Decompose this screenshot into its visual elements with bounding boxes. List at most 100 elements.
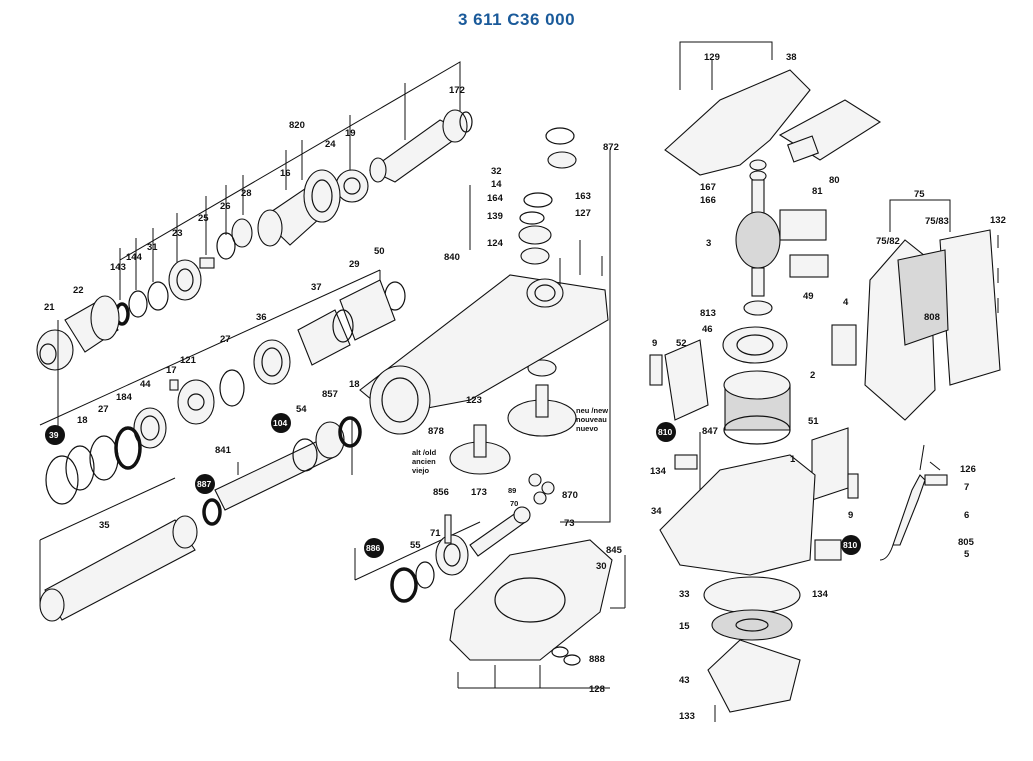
label-75: 75 bbox=[914, 189, 925, 200]
label-104: 104 bbox=[273, 418, 287, 428]
part-fan-guide-46 bbox=[722, 326, 788, 364]
part-gear-small bbox=[335, 169, 369, 203]
label-3: 3 bbox=[706, 238, 711, 249]
label-55: 55 bbox=[410, 540, 421, 551]
label-14: 14 bbox=[491, 179, 502, 190]
label-25: 25 bbox=[198, 213, 209, 224]
part-bearing-18b bbox=[527, 359, 557, 377]
part-sleeve-44 bbox=[133, 407, 167, 449]
part-gear-123 bbox=[507, 384, 577, 437]
label-878: 878 bbox=[428, 426, 444, 437]
part-conrod-173 bbox=[469, 506, 531, 557]
label-81: 81 bbox=[812, 186, 823, 197]
part-sleeve-37 bbox=[297, 309, 354, 366]
label-121: 121 bbox=[180, 355, 197, 366]
part-tube-35 bbox=[39, 515, 198, 622]
label-18: 18 bbox=[77, 415, 88, 426]
part-ring-55 bbox=[415, 561, 435, 589]
callout-circle-39 bbox=[45, 425, 65, 445]
callout-circle-886 bbox=[364, 538, 384, 558]
part-chuck-cap-22 bbox=[64, 295, 120, 353]
label-50: 50 bbox=[374, 246, 385, 257]
part-ring-27b bbox=[89, 435, 119, 481]
label-164: 164 bbox=[487, 193, 504, 204]
part-bearing-14 bbox=[547, 151, 577, 169]
label-44: 44 bbox=[140, 379, 151, 390]
part-armature-3 bbox=[735, 179, 781, 297]
label-35: 35 bbox=[99, 520, 110, 531]
note-nouveau: nouveau bbox=[576, 415, 607, 424]
label-21: 21 bbox=[44, 302, 55, 313]
part-oring-857 bbox=[338, 416, 362, 448]
label-17: 17 bbox=[166, 365, 177, 376]
callout-circle-810 bbox=[656, 422, 676, 442]
part-bottom-cover-43 bbox=[707, 639, 801, 713]
label-43: 43 bbox=[679, 675, 690, 686]
label-5: 5 bbox=[964, 549, 970, 560]
label-51: 51 bbox=[808, 416, 819, 427]
label-31: 31 bbox=[147, 242, 158, 253]
part-washer-888 bbox=[551, 646, 569, 658]
label-23: 23 bbox=[172, 228, 183, 239]
part-oring-184 bbox=[114, 426, 142, 470]
part-terminal-134 bbox=[674, 454, 698, 470]
label-52: 52 bbox=[676, 338, 687, 349]
diagram-title: 3 611 C36 000 bbox=[457, 10, 576, 29]
label-26: 26 bbox=[220, 201, 231, 212]
part-label-9 bbox=[649, 354, 663, 386]
label-1: 1 bbox=[790, 454, 796, 465]
label-75-83: 75/83 bbox=[925, 216, 949, 227]
part-striker-841 bbox=[214, 438, 333, 511]
part-ring-26 bbox=[216, 232, 236, 260]
part-spring-28 bbox=[231, 218, 253, 248]
label-39: 39 bbox=[49, 430, 59, 440]
label-22: 22 bbox=[73, 285, 84, 296]
label-9: 9 bbox=[652, 338, 657, 349]
part-pin-17 bbox=[169, 379, 179, 391]
label-887: 887 bbox=[197, 479, 211, 489]
label-184: 184 bbox=[116, 392, 133, 403]
part-washer-31 bbox=[147, 281, 169, 311]
label-856: 856 bbox=[433, 487, 449, 498]
part-motor-housing-847 bbox=[659, 454, 816, 576]
part-clamp-7 bbox=[924, 474, 948, 486]
part-plate-52 bbox=[664, 339, 709, 421]
part-gear-878 bbox=[449, 424, 511, 475]
label-46: 46 bbox=[702, 324, 713, 335]
label-16: 16 bbox=[280, 168, 291, 179]
part-pin-856 bbox=[444, 514, 452, 544]
label-127: 127 bbox=[575, 208, 591, 219]
part-key-25 bbox=[199, 257, 215, 269]
callout-circle-810b bbox=[841, 535, 861, 555]
label-166: 166 bbox=[700, 195, 716, 206]
label-167: 167 bbox=[700, 182, 716, 193]
label-813: 813 bbox=[700, 308, 716, 319]
label-126: 126 bbox=[960, 464, 976, 475]
label-128: 128 bbox=[589, 684, 605, 695]
label-840: 840 bbox=[444, 252, 460, 263]
part-stator-2 bbox=[723, 370, 791, 445]
part-flange-121 bbox=[177, 379, 215, 425]
label-18b: 18 bbox=[349, 379, 360, 390]
note-nuevo: nuevo bbox=[576, 424, 599, 433]
label-28: 28 bbox=[241, 188, 252, 199]
part-label-9b bbox=[847, 473, 859, 499]
label-54: 54 bbox=[296, 404, 307, 415]
part-brush-holder-81 bbox=[779, 209, 827, 241]
label-144: 144 bbox=[126, 252, 143, 263]
part-cable-6 bbox=[879, 444, 926, 561]
label-34: 34 bbox=[651, 506, 662, 517]
label-143: 143 bbox=[110, 262, 126, 273]
part-ring-27 bbox=[219, 369, 245, 407]
label-808: 808 bbox=[924, 312, 940, 323]
label-810: 810 bbox=[658, 427, 672, 437]
label-133: 133 bbox=[679, 711, 695, 722]
label-38: 38 bbox=[786, 52, 797, 63]
part-sleeve-23 bbox=[168, 259, 202, 301]
label-173: 173 bbox=[471, 487, 487, 498]
label-847: 847 bbox=[702, 426, 718, 437]
note-viejo: viejo bbox=[412, 466, 430, 475]
part-bushings-870 bbox=[528, 473, 555, 505]
part-bearing-124 bbox=[518, 225, 552, 245]
label-32: 32 bbox=[491, 166, 502, 177]
